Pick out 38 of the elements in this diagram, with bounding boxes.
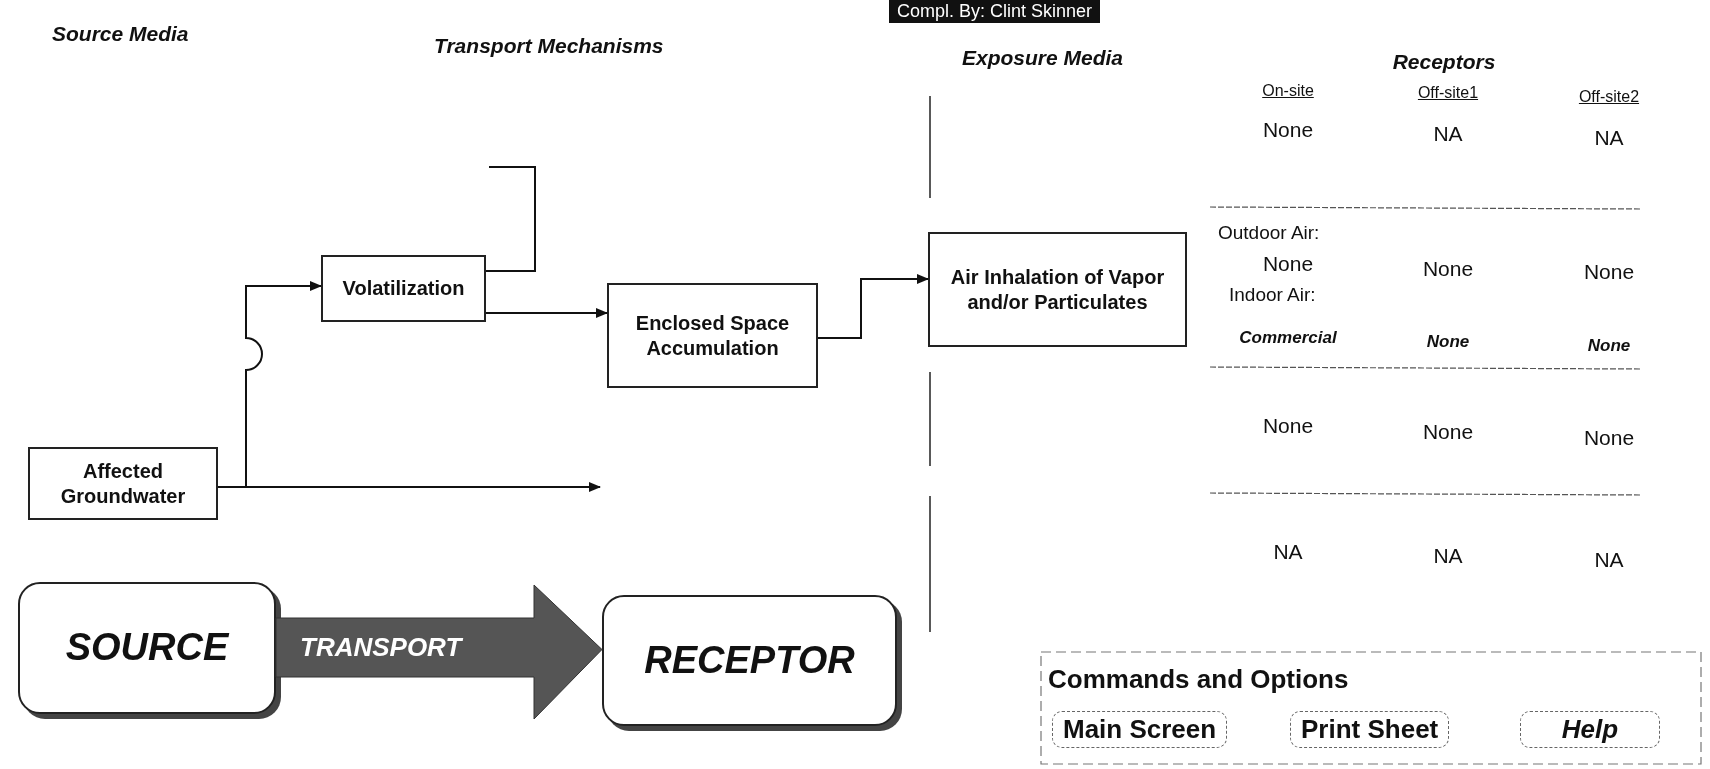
- table-value: None: [1261, 414, 1315, 438]
- edge-label: TRANSPORT: [300, 632, 462, 663]
- table-value: NA: [1432, 122, 1464, 146]
- column-heading: Off-site1: [1416, 84, 1480, 102]
- table-value: None: [1586, 336, 1632, 356]
- header-bar: Compl. By: Clint Skinner: [889, 0, 1101, 23]
- table-value: None: [1421, 420, 1475, 444]
- table-value: NA: [1432, 544, 1464, 568]
- block-arrow: [275, 584, 603, 720]
- table-value: None: [1261, 118, 1315, 142]
- process-box: Volatilization: [321, 255, 486, 322]
- table-value: NA: [1593, 126, 1625, 150]
- table-value: None: [1261, 252, 1315, 276]
- table-value: None: [1421, 257, 1475, 281]
- connector-line: [485, 166, 536, 272]
- command-button: Help: [1520, 711, 1660, 748]
- panel-heading: Commands and Options: [1048, 664, 1349, 695]
- table-value: NA: [1593, 548, 1625, 572]
- table-value: NA: [1272, 540, 1304, 564]
- row-label: Outdoor Air:: [1218, 222, 1320, 244]
- column-heading: Transport Mechanisms: [434, 34, 664, 58]
- process-box: Air Inhalation of Vapor and/or Particulates: [928, 232, 1187, 347]
- column-heading: Exposure Media: [962, 46, 1124, 70]
- row-label: Indoor Air:: [1229, 284, 1316, 306]
- table-value: None: [1582, 260, 1636, 284]
- column-heading: Off-site2: [1577, 88, 1641, 106]
- column-heading: Source Media: [52, 22, 189, 46]
- table-value: None: [1425, 332, 1471, 352]
- arrow: [485, 308, 608, 318]
- process-box: Enclosed Space Accumulation: [607, 283, 818, 388]
- command-button: Main Screen: [1052, 711, 1228, 748]
- command-button: Print Sheet: [1290, 711, 1450, 748]
- column-heading: On-site: [1261, 82, 1315, 100]
- process-box: Affected Groundwater: [28, 447, 218, 520]
- arrow: [817, 274, 929, 339]
- table-value: Commercial: [1238, 328, 1338, 348]
- table-value: None: [1582, 426, 1636, 450]
- column-heading: Receptors: [1391, 50, 1497, 74]
